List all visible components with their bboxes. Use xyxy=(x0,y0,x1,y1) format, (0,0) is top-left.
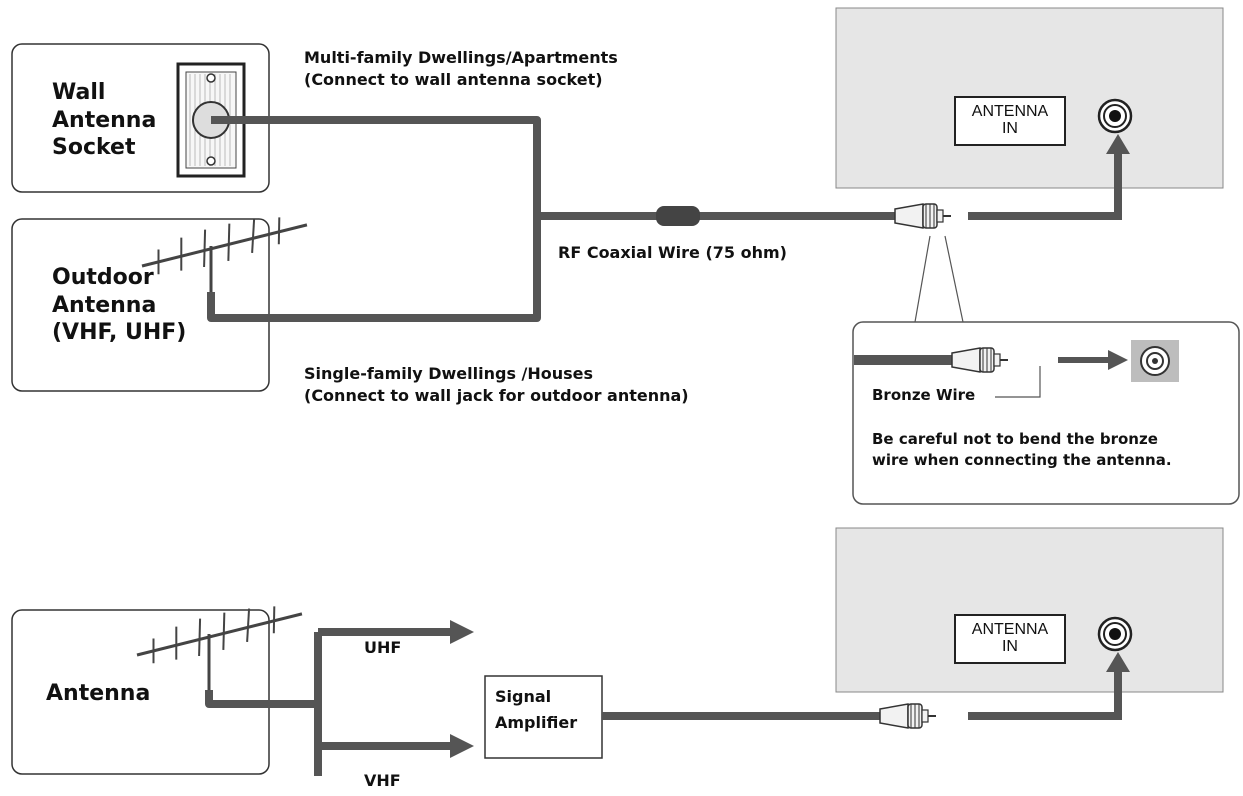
multi-family-label: Multi-family Dwellings/Apartments (Conne… xyxy=(304,48,618,89)
f-connector-bottom xyxy=(879,703,937,729)
bronze-wire-label: Bronze Wire xyxy=(872,386,976,404)
antenna-icon xyxy=(130,592,308,700)
inset-callout-lines xyxy=(914,235,964,323)
rf-wire-label: RF Coaxial Wire (75 ohm) xyxy=(558,243,787,262)
f-connector-top xyxy=(894,203,952,229)
signal-split-cables xyxy=(205,628,452,776)
antenna-box xyxy=(11,609,270,775)
single-family-label: Single-family Dwellings /Houses (Connect… xyxy=(304,364,689,405)
signal-amplifier-box xyxy=(484,675,603,759)
bronze-tip-icon xyxy=(1131,340,1179,382)
bronze-wire-pointer xyxy=(995,366,1041,398)
input-arrow-bottom xyxy=(968,652,1130,720)
cable-ferrite xyxy=(656,206,700,226)
tv-antenna-jack-top-icon xyxy=(1097,98,1133,134)
input-arrow-top xyxy=(968,134,1130,220)
vhf-arrow xyxy=(450,734,474,758)
caution-text: Be careful not to bend the bronze wire w… xyxy=(872,430,1172,469)
outdoor-antenna-icon xyxy=(135,203,313,292)
outdoor-antenna-label: Outdoor Antenna (VHF, UHF) xyxy=(52,265,187,345)
antenna-label: Antenna xyxy=(46,681,151,706)
inset-arrow xyxy=(1058,350,1128,370)
wall-socket-label: Wall Antenna Socket xyxy=(52,80,157,160)
signal-amplifier-label: Signal Amplifier xyxy=(495,687,578,732)
uhf-label: UHF xyxy=(364,638,402,657)
tv-port-label-top: ANTENNA IN xyxy=(954,96,1066,146)
inset-box xyxy=(852,321,1240,505)
uhf-arrow xyxy=(450,620,474,644)
tv-antenna-jack-bottom-icon xyxy=(1097,616,1133,652)
tv-port-label-bottom: ANTENNA IN xyxy=(954,614,1066,664)
vhf-label: VHF xyxy=(364,771,401,790)
coaxial-cable-top xyxy=(207,116,895,322)
tv-panel-bottom xyxy=(835,527,1224,693)
